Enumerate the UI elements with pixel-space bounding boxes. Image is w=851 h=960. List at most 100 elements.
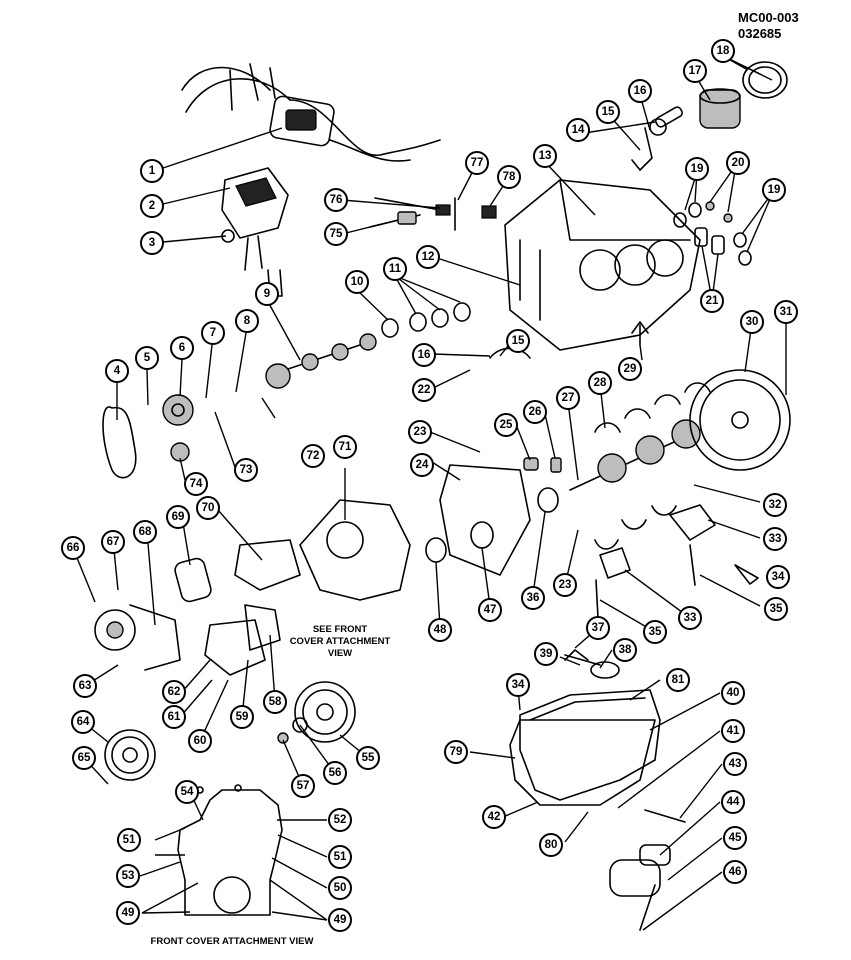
callout-label: 71 (339, 441, 352, 453)
callout-label: 3 (149, 237, 155, 249)
callout-12: 12 (416, 245, 440, 269)
callout-73: 73 (234, 458, 258, 482)
callout-label: 64 (77, 716, 90, 728)
callout-30: 30 (740, 310, 764, 334)
callout-label: 21 (706, 295, 719, 307)
callout-label: 78 (503, 171, 516, 183)
callout-label: 1 (149, 165, 156, 177)
callout-label: 25 (500, 419, 513, 431)
callout-15b: 15 (506, 329, 530, 353)
callout-27: 27 (556, 386, 580, 410)
callout-label: 5 (144, 352, 151, 364)
callout-label: 44 (727, 796, 740, 808)
callout-label: 16 (418, 349, 431, 361)
callout-label: 19 (691, 163, 704, 175)
callout-63: 63 (73, 674, 97, 698)
see-front-cover-note: SEE FRONT COVER ATTACHMENT VIEW (290, 624, 391, 659)
callout-4: 4 (105, 359, 129, 383)
callout-76: 76 (324, 188, 348, 212)
callout-label: 80 (545, 839, 558, 851)
callout-label: 35 (770, 603, 783, 615)
callout-label: 63 (79, 680, 92, 692)
callout-label: 58 (269, 696, 282, 708)
callout-label: 2 (149, 200, 155, 212)
callout-36: 36 (521, 586, 545, 610)
callout-label: 20 (732, 157, 745, 169)
callout-54: 54 (175, 780, 199, 804)
callout-62: 62 (162, 680, 186, 704)
callout-label: 35 (649, 626, 662, 638)
callout-34a: 34 (766, 565, 790, 589)
callout-label: 73 (240, 464, 253, 476)
callout-label: 17 (689, 65, 702, 77)
callout-label: 28 (594, 377, 607, 389)
callout-25: 25 (494, 413, 518, 437)
callout-31: 31 (774, 300, 798, 324)
callout-label: 51 (123, 834, 136, 846)
callout-21: 21 (700, 289, 724, 313)
callout-label: 61 (168, 711, 181, 723)
callout-label: 65 (78, 752, 91, 764)
callout-80: 80 (539, 833, 563, 857)
callout-label: 23 (414, 426, 427, 438)
callout-59: 59 (230, 705, 254, 729)
callout-42: 42 (482, 805, 506, 829)
callout-78: 78 (497, 165, 521, 189)
callout-label: 36 (527, 592, 540, 604)
callout-label: 37 (592, 622, 605, 634)
callout-17: 17 (683, 59, 707, 83)
callout-33a: 33 (763, 527, 787, 551)
callout-label: 40 (727, 687, 740, 699)
callout-label: 33 (769, 533, 782, 545)
callout-56: 56 (323, 761, 347, 785)
callout-19a: 19 (685, 157, 709, 181)
callout-51a: 51 (328, 845, 352, 869)
callout-33b: 33 (678, 606, 702, 630)
callout-label: 66 (67, 542, 80, 554)
callout-label: 4 (114, 365, 121, 377)
callout-9: 9 (255, 282, 279, 306)
callout-label: 11 (389, 263, 402, 275)
callout-label: 39 (540, 648, 553, 660)
callout-23b: 23 (553, 573, 577, 597)
callout-57: 57 (291, 774, 315, 798)
callout-3: 3 (140, 231, 164, 255)
callout-13: 13 (533, 144, 557, 168)
callout-79: 79 (444, 740, 468, 764)
callout-77: 77 (465, 151, 489, 175)
callout-38: 38 (613, 638, 637, 662)
callout-19b: 19 (762, 178, 786, 202)
callout-5: 5 (135, 346, 159, 370)
callout-label: 72 (307, 450, 320, 462)
callout-66: 66 (61, 536, 85, 560)
callout-29: 29 (618, 357, 642, 381)
callout-label: 34 (512, 679, 525, 691)
callout-65: 65 (72, 746, 96, 770)
callout-40: 40 (721, 681, 745, 705)
callout-53: 53 (116, 864, 140, 888)
callout-label: 69 (172, 511, 185, 523)
callout-label: 50 (334, 882, 347, 894)
callout-label: 56 (329, 767, 342, 779)
callout-37: 37 (586, 616, 610, 640)
callout-7: 7 (201, 321, 225, 345)
callout-22: 22 (412, 378, 436, 402)
callout-label: 27 (562, 392, 575, 404)
callout-label: 76 (330, 194, 343, 206)
callout-label: 70 (202, 502, 215, 514)
callout-label: 49 (334, 914, 347, 926)
callout-51b: 51 (117, 828, 141, 852)
callout-label: 19 (768, 184, 781, 196)
callout-23: 23 (408, 420, 432, 444)
callout-2: 2 (140, 194, 164, 218)
callout-41: 41 (721, 719, 745, 743)
diagram-date: 032685 (738, 26, 781, 41)
callout-label: 55 (362, 752, 375, 764)
callout-label: 29 (624, 363, 637, 375)
callout-label: 23 (559, 579, 572, 591)
callout-32: 32 (763, 493, 787, 517)
callout-label: 18 (717, 45, 730, 57)
callout-label: 30 (746, 316, 759, 328)
callout-18: 18 (711, 39, 735, 63)
callout-49b: 49 (116, 901, 140, 925)
